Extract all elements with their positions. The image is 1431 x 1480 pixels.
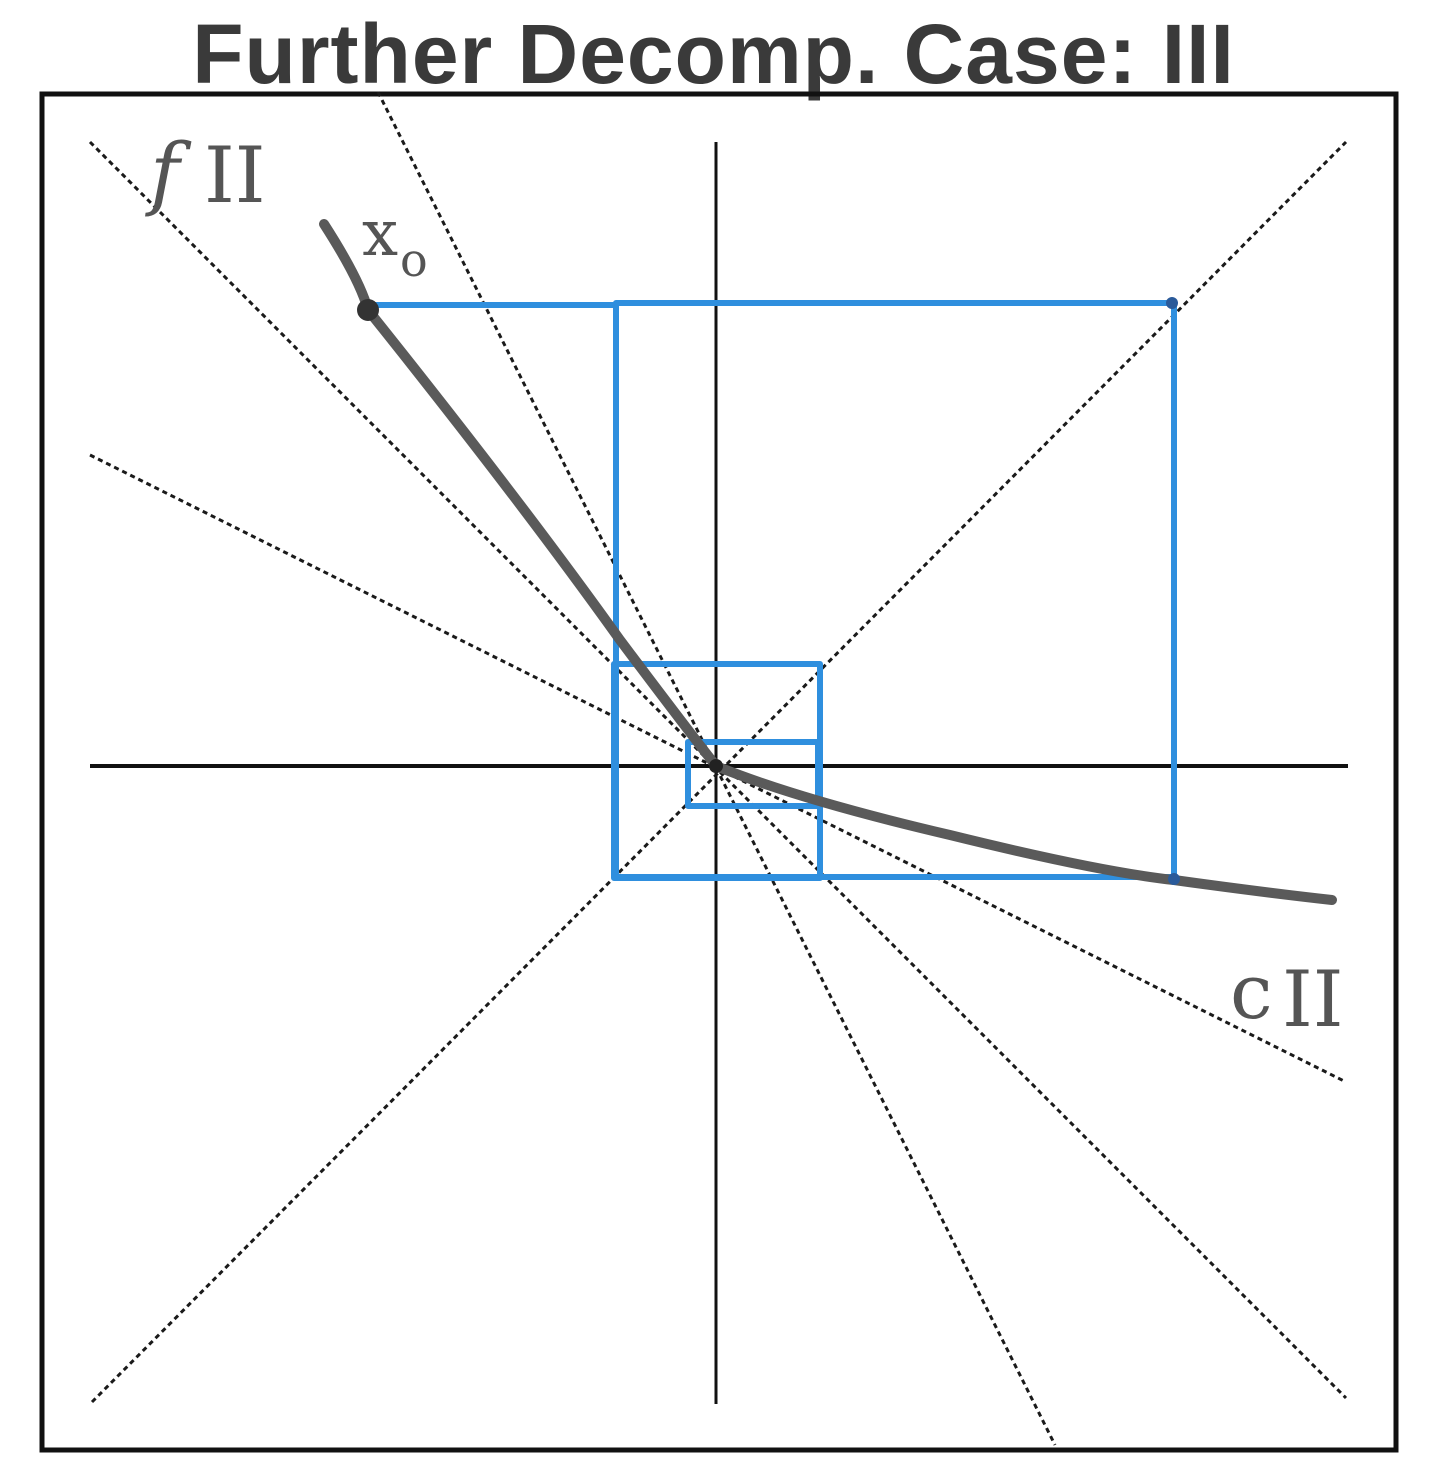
small-blue-rectangle bbox=[685, 739, 821, 809]
label-c-numeral: II bbox=[1282, 955, 1344, 1045]
trajectory-curve bbox=[319, 219, 1337, 905]
origin-point bbox=[709, 759, 723, 773]
label-f-prefix: f bbox=[145, 126, 192, 219]
large-blue-rectangle bbox=[613, 300, 1177, 880]
diagram-title: Further Decomp. Case: III bbox=[192, 7, 1235, 101]
initial-point-x0 bbox=[357, 299, 379, 321]
frame-border bbox=[39, 91, 1399, 1453]
corner-point-bottom-right bbox=[1168, 873, 1180, 885]
label-x0: x o bbox=[362, 197, 428, 287]
label-cII: c II bbox=[1230, 947, 1344, 1045]
diagonal-line-fII bbox=[88, 140, 1348, 1400]
corner-point-top-right bbox=[1166, 297, 1178, 309]
label-x0-main: x bbox=[362, 197, 398, 271]
label-c-prefix: c bbox=[1230, 947, 1273, 1036]
label-fII: f II bbox=[145, 126, 266, 221]
label-x0-subscript: o bbox=[400, 233, 428, 287]
label-f-numeral: II bbox=[204, 131, 266, 221]
